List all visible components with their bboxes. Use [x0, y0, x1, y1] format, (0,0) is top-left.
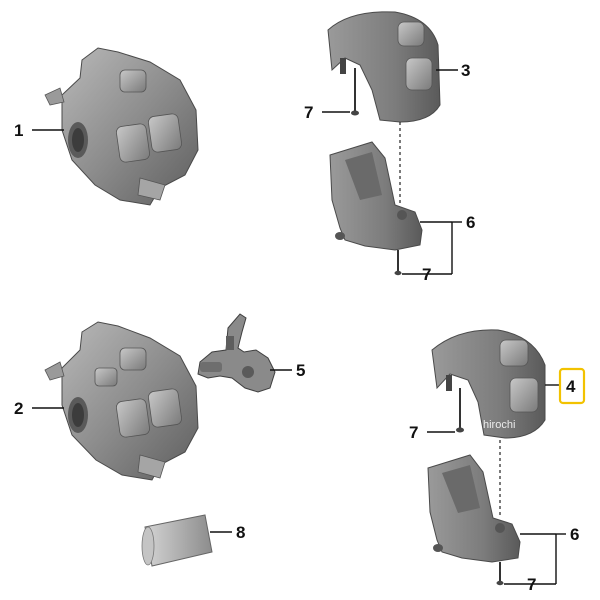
leader-lines	[32, 69, 566, 585]
switch-housing-part-1	[44, 47, 199, 206]
switch-housing-part-2	[44, 321, 199, 481]
callout-7-top-lower: 7	[422, 265, 431, 284]
callout-7-bottom: 7	[527, 575, 536, 594]
lower-housing-part-6-top	[329, 141, 423, 251]
watermark-text: hirochi	[483, 419, 515, 431]
callout-5: 5	[296, 361, 305, 380]
cover-part-4	[431, 329, 546, 439]
switch-mechanism-part-5	[197, 313, 276, 393]
cover-part-3	[327, 11, 441, 123]
callout-3: 3	[461, 61, 470, 80]
sleeve-part-8	[141, 514, 213, 567]
screw-7-mid	[456, 388, 464, 433]
callout-1: 1	[14, 121, 23, 140]
callout-4-highlight	[558, 367, 586, 405]
screw-7-bottom	[496, 562, 504, 586]
callout-6-bottom: 6	[570, 525, 579, 544]
callout-4: 4	[566, 377, 576, 396]
screw-7-top	[351, 68, 359, 116]
callout-6-top: 6	[466, 213, 475, 232]
lower-housing-part-6-bottom	[427, 454, 521, 563]
callout-7-mid: 7	[409, 423, 418, 442]
callout-2: 2	[14, 399, 23, 418]
callout-7-top: 7	[304, 103, 313, 122]
callout-8: 8	[236, 523, 245, 542]
screw-7-top-lower	[394, 250, 402, 276]
